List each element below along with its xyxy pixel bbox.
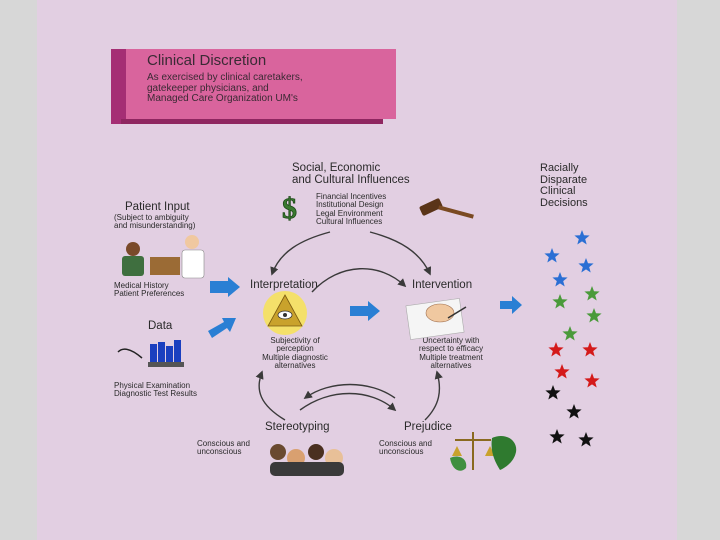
eye-pyramid-icon [263,291,307,335]
star-mark [586,308,602,323]
interpretation-item: Multiple diagnostic [262,352,328,362]
social-item: Legal Environment [316,208,383,218]
diagram-title: Clinical Discretion [147,52,267,69]
social-heading: Social, Economic and Cultural Influences [292,162,410,186]
arrow-stereotyping-to-interpretation [255,370,286,421]
blue-arrow-data [208,318,236,338]
outcome-heading-line: Clinical [540,185,576,198]
star-mark [566,404,582,419]
social-items: Financial Incentives Institutional Desig… [316,192,387,227]
faces-icon [270,444,344,476]
interpretation-item: perception [276,344,314,354]
patient-input-item: Patient Preferences [114,289,185,299]
stereotyping-heading: Stereotyping [265,421,330,433]
social-item: Financial Incentives [316,192,387,201]
arrow-prejudice-to-stereotyping [303,383,396,399]
intervention-item: alternatives [430,361,472,371]
star-mark [554,364,570,379]
patient-input-heading: Patient Input [125,201,190,213]
prejudice-heading: Prejudice [404,421,452,433]
arrow-social-to-intervention [369,231,432,276]
intervention-item: Uncertainty with [422,336,480,345]
arrow-social-to-interpretation [270,231,331,276]
arrow-interpretation-to-intervention [311,268,407,293]
prejudice-items: Conscious and unconscious [379,439,432,457]
stars-group [544,230,602,447]
patient-input-note-line: and misunderstanding) [114,221,196,231]
data-item: Diagnostic Test Results [114,389,197,399]
svg-text:$: $ [282,192,297,225]
data-item: Physical Examination [114,381,191,390]
arrow-stereotyping-to-prejudice [299,392,397,412]
star-mark [578,432,594,447]
star-mark [552,272,568,287]
star-mark [552,294,568,309]
outcome-heading-line: Racially [540,162,579,174]
intervention-heading: Intervention [412,279,473,291]
intervention-items: Uncertainty with respect to efficacy Mul… [395,336,507,371]
star-mark [582,342,598,357]
prejudice-item: Conscious and [379,439,432,448]
prejudice-item: unconscious [379,447,424,457]
star-mark [548,342,564,357]
interpretation-item: Subjectivity of [270,336,320,345]
patient-input-items: Medical History Patient Preferences [114,281,185,299]
intervention-item: respect to efficacy [418,344,484,354]
patient-input-item: Medical History [114,281,169,290]
interpretation-item: alternatives [274,361,316,371]
outcome-heading-line: Decisions [540,196,588,209]
test-tubes-icon [117,340,184,367]
stereotyping-item: unconscious [197,447,242,457]
patient-input-note-line: (Subject to ambiguity [114,213,189,222]
interpretation-heading: Interpretation [250,279,318,291]
star-mark [584,373,600,388]
arrow-prejudice-to-intervention [424,370,443,421]
interpretation-items: Subjectivity of perception Multiple diag… [250,336,340,371]
doctor-patient-icon [122,235,205,279]
intervention-item: Multiple treatment [419,352,483,362]
subtitle-line: Managed Care Organization UM's [147,93,298,104]
title-shadow [121,119,383,124]
star-mark [578,258,594,273]
social-item: Cultural Influences [316,217,383,227]
subtitle-line: gatekeeper physicians, and [147,82,269,94]
social-heading-line: and Cultural Influences [292,174,410,187]
stereotyping-items: Conscious and unconscious [197,439,250,457]
stereotyping-item: Conscious and [197,439,250,448]
subtitle-line: As exercised by clinical caretakers, [147,72,303,83]
gavel-icon [419,198,474,219]
star-mark [545,385,561,400]
outcome-heading: Racially Disparate Clinical Decisions [540,162,588,209]
star-mark [584,286,600,301]
star-mark [544,248,560,263]
star-mark [549,429,565,444]
blue-arrow-outcome [500,296,522,314]
data-items: Physical Examination Diagnostic Test Res… [114,381,197,399]
star-mark [562,326,578,341]
star-mark [574,230,590,245]
title-accent-bar [111,49,127,124]
social-heading-line: Social, Economic [292,162,381,174]
outcome-heading-line: Disparate [540,173,588,186]
blue-arrow-patient-input [210,277,240,297]
dollar-sign-icon: $ [282,192,298,226]
diagram-subtitle: As exercised by clinical caretakers, gat… [147,72,303,105]
social-item: Institutional Design [316,200,384,210]
blue-arrow-mid [350,301,380,321]
data-heading: Data [148,320,173,332]
scales-map-icon [450,432,517,471]
title-box [126,49,396,119]
writing-hand-icon [405,298,467,340]
patient-input-note: (Subject to ambiguity and misunderstandi… [114,213,196,231]
